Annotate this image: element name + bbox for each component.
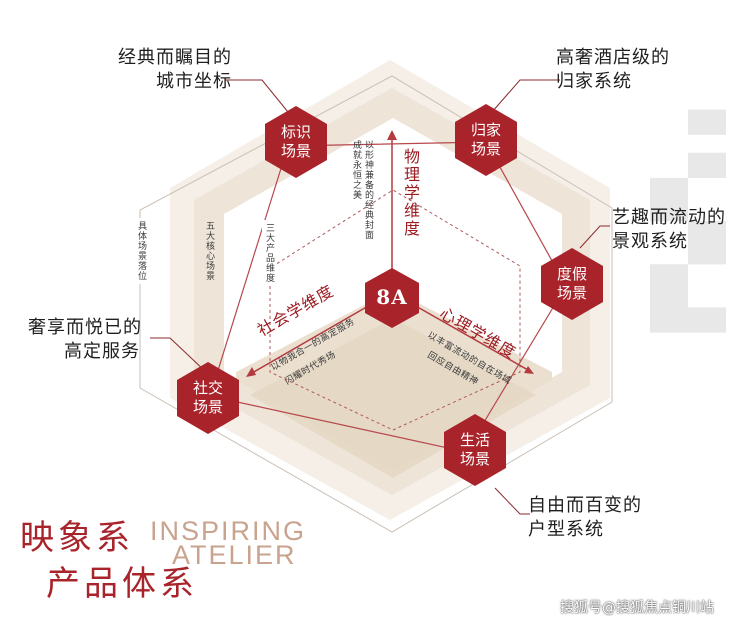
brand-cn-line1: 映象系 <box>20 518 134 558</box>
leader-right <box>579 225 610 249</box>
node-guijia: 归家场景 <box>470 121 501 158</box>
node-hexagon-guijia <box>455 104 517 176</box>
center-logo: 8A <box>376 285 408 309</box>
brand-en-line1: INSPIRING <box>150 516 307 546</box>
node-shenghuo: 生活场景 <box>459 431 490 468</box>
node-hexagon-dujia <box>541 248 603 320</box>
decorative-glyphs: ▘▚▞▚▟ <box>650 110 724 327</box>
leader-bottom-right <box>494 487 530 515</box>
physical-arrowhead <box>387 130 397 140</box>
axis-physical-sub-2: 成就永恒之美 <box>351 140 361 200</box>
leader-top-left <box>225 79 289 113</box>
center-logo-hexagon <box>365 268 419 328</box>
dashed-triangle <box>269 189 521 431</box>
leader-top-right <box>491 79 560 113</box>
node-biaoshi: 标识场景 <box>280 123 311 160</box>
label-left: 奢享而悦已的 高定服务 <box>28 317 142 362</box>
psychological-axis-arrow <box>413 304 529 371</box>
node-hexagon-shejiao <box>177 362 239 434</box>
node-shejiao: 社交场景 <box>192 379 223 416</box>
label-right: 艺趣而流动的 景观系统 <box>612 207 726 252</box>
psychological-arrowhead <box>524 366 534 374</box>
social-axis-arrow <box>251 304 371 374</box>
ring-label-inner: 三大产品维度 <box>262 220 277 286</box>
node-dujia: 度假场景 <box>556 265 587 302</box>
label-bottom-right: 自由而百变的 户型系统 <box>528 495 642 540</box>
watermark-text: 搜狐号@搜狐焦点铜川站 <box>560 600 714 616</box>
bottom-wedge <box>250 318 536 478</box>
ring-label-middle: 五大核心场景 <box>204 221 214 281</box>
label-top-left: 经典而瞩目的 城市坐标 <box>118 47 232 92</box>
outer-ring-line <box>139 75 613 533</box>
leader-left <box>150 337 207 373</box>
node-hexagon-biaoshi <box>265 106 327 178</box>
axis-physical-sub: 以形神兼备的经典封面 <box>363 140 373 240</box>
node-hexagon-shenghuo <box>444 414 506 486</box>
brand-en-line2: ATELIER <box>172 540 297 570</box>
brand-cn-line2: 产品体系 <box>46 564 198 604</box>
connector-outline <box>209 141 567 453</box>
label-top-right: 高奢酒店级的 归家系统 <box>556 47 670 92</box>
ring-label-outer: 具体场景落位 <box>134 218 149 284</box>
social-arrowhead <box>246 367 256 377</box>
axis-physical-title: 物理学维度 <box>401 148 420 238</box>
